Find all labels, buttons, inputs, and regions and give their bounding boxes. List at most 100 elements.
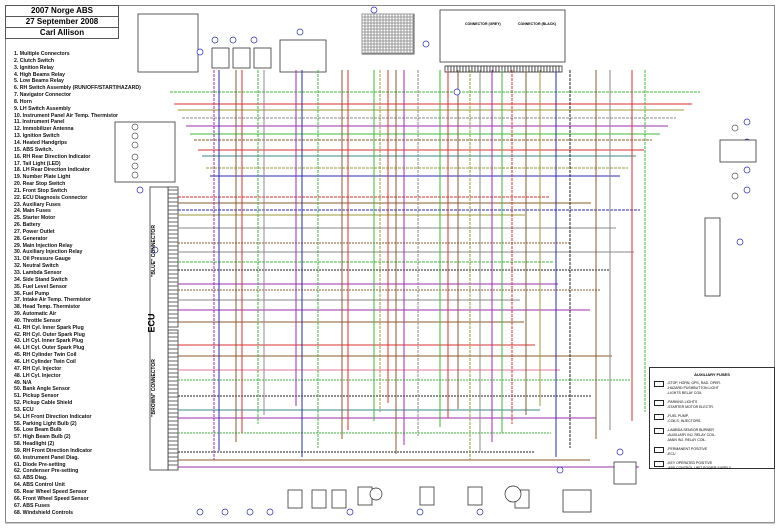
fuse-icon (654, 461, 664, 467)
fuse-row: -PERMANENT POSITIVE-ECU (654, 447, 774, 457)
connector-pin (546, 65, 551, 73)
legend-item: 57. High Beam Bulb (2) (14, 434, 71, 441)
legend-item: 50. Bank Angle Sensor (14, 386, 71, 393)
brown-connector-label: "BROWN" CONNECTOR (150, 359, 157, 417)
fuse-icon (654, 447, 664, 453)
legend-item: 54. LH Front Direction Indicator (14, 413, 92, 420)
fuse-line: -MAIN INJ. RELAY COIL. (667, 438, 707, 442)
starter-motor (613, 461, 637, 485)
component-box (357, 486, 373, 506)
legend-item: 52. Pickup Cable Shield (14, 400, 73, 407)
legend-item: 59. RH Front Direction Indicator (14, 447, 93, 454)
connector-pin (549, 65, 554, 73)
reference-number-icon (556, 466, 564, 474)
rh-switch-assembly (137, 13, 199, 73)
fuse-icon (654, 400, 664, 406)
legend-item: 55. Parking Light Bulb (2) (14, 420, 77, 427)
fuse-icon (654, 381, 664, 387)
component-box (331, 489, 347, 509)
fuse-line: -ABS CONTROL UNIT POWER SUPPLY (667, 466, 731, 470)
legend-item: 5. Low Beams Relay (14, 78, 64, 85)
navigator-connector (279, 39, 327, 73)
pressure-gauge-icon (369, 487, 383, 501)
connector-pin (504, 65, 509, 73)
component-box (287, 489, 303, 509)
fuse-icon (654, 428, 664, 434)
reference-number-icon (221, 508, 229, 516)
connector-pin (450, 65, 455, 73)
legend-item: 66. Front Wheel Speed Sensor (14, 495, 89, 502)
relay (211, 47, 230, 69)
legend-item: 8. Horn (14, 98, 32, 105)
legend-item: 65. Rear Wheel Speed Sensor (14, 489, 87, 495)
component-box (419, 486, 435, 506)
legend-item: 34. Side Stand Switch (14, 276, 68, 283)
fuse-row: -PARKING LIGHTS-STARTER MOTOR ELECTR. (654, 400, 774, 410)
legend-item: 10. Instrument Panel Air Temp. Thermisto… (14, 112, 119, 119)
legend-item: 21. Front Stop Switch (14, 187, 68, 194)
legend-item: 33. Lambda Sensor (14, 270, 62, 276)
fuse-line: -COILS, INJECTORS. (667, 419, 702, 423)
fuse-line: -PARKING LIGHTS (667, 400, 698, 404)
legend-item: 15. ABS Switch. (14, 146, 54, 153)
connector-grey-label: CONNECTOR (GREY) (465, 22, 501, 26)
connector-pin (528, 65, 533, 73)
legend-item: 47. RH Cyl. Injector (14, 365, 62, 372)
connector-pin (495, 65, 500, 73)
fuse-line: -KEY OPERATED POSITIVE (667, 461, 713, 465)
fuse-line: -LAMBDA SENSOR BURNER (667, 428, 714, 432)
connector-pin (474, 65, 479, 73)
bulb-icon (131, 153, 139, 161)
fuse-line: -LIGHTS RELAY COIL (667, 391, 703, 395)
ecu-label: ECU (146, 313, 157, 333)
diagram-date: 27 September 2008 (6, 17, 118, 28)
connector-black-label: CONNECTOR (BLACK) (518, 22, 557, 26)
legend-item: 38. Head Temp. Thermistor (14, 304, 81, 311)
connector-pin (453, 65, 458, 73)
legend-item: 68. Windshield Controls (14, 509, 74, 516)
legend-item: 63. ABS Diag. (14, 475, 48, 482)
fuse-line: -STARTER MOTOR ELECTR. (667, 405, 714, 409)
legend-item: 56. Low Beam Bulb (14, 427, 62, 434)
bulb-icon (131, 162, 139, 170)
reference-number-icon (736, 238, 744, 246)
diagram-author: Carl Allison (39, 28, 85, 37)
legend-item: 6. RH Switch Assembly (RUN/OFF/START/HAZ… (14, 85, 141, 92)
generator-icon (504, 485, 522, 503)
legend-item: 23. Auxiliary Fuses (14, 201, 61, 208)
legend-item: 58. Headlight (2) (14, 441, 55, 448)
legend-item: 25. Starter Motor (14, 215, 56, 222)
legend-item: 3. Ignition Relay (14, 64, 54, 71)
legend-item: 13. Ignition Switch (14, 133, 60, 140)
legend-item: 24. Main Fuses (14, 208, 51, 215)
legend-item: 28. Generator (14, 235, 48, 242)
connector-pin (558, 65, 563, 73)
fuse-line: -PERMANENT POSITIVE (667, 447, 708, 451)
reference-number-icon (250, 36, 258, 44)
connector-pin (531, 65, 536, 73)
reference-number-icon (229, 36, 237, 44)
reference-number-icon (476, 508, 484, 516)
reference-number-icon (266, 508, 274, 516)
connector-pin (543, 65, 548, 73)
legend-item: 62. Condenser Pre-setting (14, 468, 79, 475)
legend-item: 39. Automatic Air (14, 311, 57, 318)
legend-item: 26. Battery (14, 222, 41, 229)
reference-number-icon (416, 508, 424, 516)
title-block: 2007 Norge ABS 27 September 2008 Carl Al… (5, 5, 119, 39)
connector-pin (492, 65, 497, 73)
legend-item: 22. ECU Diagnosis Connector (14, 194, 88, 201)
reference-number-icon (151, 246, 159, 254)
fuse-line: -AUXILIARY INJ. RELAY COIL. (667, 433, 716, 437)
battery (562, 489, 592, 513)
reference-number-icon (196, 508, 204, 516)
legend-item: 11. Instrument Panel (14, 119, 65, 126)
legend-item: 16. RH Rear Direction Indicator (14, 153, 91, 160)
legend-item: 44. LH Cyl. Outer Spark Plug (14, 345, 85, 352)
connector-pin (471, 65, 476, 73)
blue-connector-label: "BLUE" CONNECTOR (150, 225, 157, 277)
legend-item: 31. Oil Pressure Gauge (14, 256, 71, 263)
relay (232, 47, 251, 69)
